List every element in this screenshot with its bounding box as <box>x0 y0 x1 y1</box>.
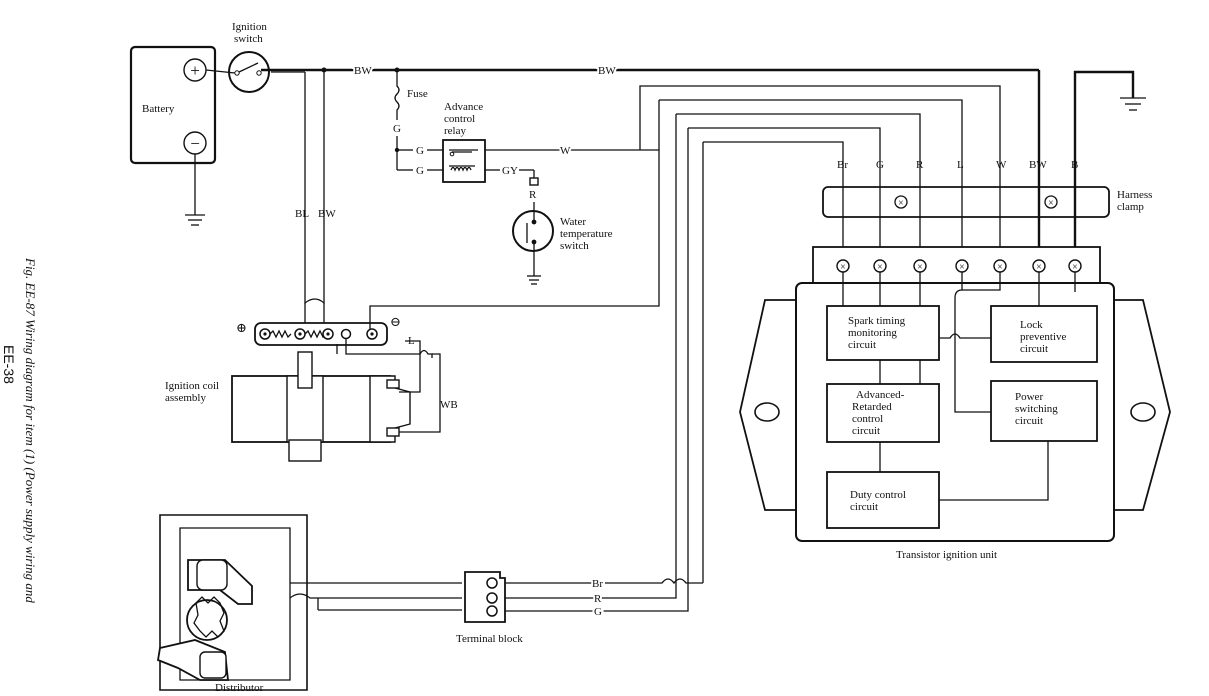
distributor-label: Distributor <box>215 682 264 694</box>
wire-label-g-relay-1: G <box>416 145 424 157</box>
coil-positive-label: ⊕ <box>236 320 247 335</box>
duty-circuit-line-1: Duty control <box>850 489 906 501</box>
wire-label-bl: BL <box>295 208 309 220</box>
page-number: EE-38 <box>1 345 17 384</box>
svg-text:×: × <box>877 262 883 273</box>
battery-label: Battery <box>142 103 175 115</box>
ignition-coil-assembly: ⊕ ⊖ Ignition coil assembly <box>165 314 411 462</box>
tb-wire-br: Br <box>592 578 603 590</box>
harness-clamp-label-2: clamp <box>1117 201 1144 213</box>
relay-label-3: relay <box>444 125 466 137</box>
advanced-circuit-line-1: Advanced- <box>856 389 905 401</box>
ignition-switch: Ignition switch <box>228 21 270 93</box>
lock-circuit-line-3: circuit <box>1020 343 1048 355</box>
advanced-circuit-line-3: control <box>852 413 883 425</box>
figure-caption-text: Fig. EE-87 Wiring diagram for item (1) (… <box>23 257 38 603</box>
fuse: Fuse <box>394 70 428 120</box>
advance-control-relay: Advance control relay <box>442 101 486 183</box>
power-circuit-line-1: Power <box>1015 391 1043 403</box>
tb-wire-g: G <box>594 606 602 618</box>
duty-control-circuit-box: Duty control circuit <box>826 471 940 529</box>
unit-terminal-labels: Br G R L W BW B <box>837 159 1078 171</box>
lock-circuit-line-1: Lock <box>1020 319 1043 331</box>
coil-negative-label: ⊖ <box>390 314 401 329</box>
unit-terminal-r: R <box>916 159 924 171</box>
terminal-block-label: Terminal block <box>456 633 523 645</box>
wire-label-w: W <box>560 145 571 157</box>
spark-circuit-line-1: Spark timing <box>848 315 906 327</box>
unit-terminal-screws: × × × × × × × <box>836 259 1082 273</box>
unit-terminal-br: Br <box>837 159 848 171</box>
unit-terminal-b: B <box>1071 159 1078 171</box>
wire-label-bw-down: BW <box>318 208 336 220</box>
fuse-label: Fuse <box>407 88 428 100</box>
lock-circuit-line-2: preventive <box>1020 331 1067 343</box>
relay-label-1: Advance <box>444 101 483 113</box>
transistor-unit-label: Transistor ignition unit <box>896 549 997 561</box>
svg-text:×: × <box>917 262 923 273</box>
svg-text:×: × <box>997 262 1003 273</box>
power-circuit-line-3: circuit <box>1015 415 1043 427</box>
wire-label-g-fuse: G <box>393 123 401 135</box>
unit-terminal-bw: BW <box>1029 159 1047 171</box>
advanced-circuit-line-4: circuit <box>852 425 880 437</box>
unit-terminal-l: L <box>957 159 964 171</box>
wire-label-wb: WB <box>440 399 458 411</box>
water-switch-label-3: switch <box>560 240 589 252</box>
unit-terminal-g: G <box>876 159 884 171</box>
spark-circuit-line-2: monitoring <box>848 327 897 339</box>
tb-wire-r: R <box>594 593 602 605</box>
spark-circuit-line-3: circuit <box>848 339 876 351</box>
wire-label-g-relay-2: G <box>416 165 424 177</box>
wire-label-bw-1: BW <box>354 65 372 77</box>
ignition-coil-label-2: assembly <box>165 392 206 404</box>
power-circuit-line-2: switching <box>1015 403 1058 415</box>
svg-text:×: × <box>898 198 904 209</box>
duty-circuit-line-2: circuit <box>850 501 878 513</box>
advanced-circuit-line-2: Retarded <box>852 401 892 413</box>
unit-terminal-w: W <box>996 159 1007 171</box>
harness-clamp: × × Harness clamp <box>822 186 1152 218</box>
water-temperature-switch: Water temperature switch <box>512 210 613 285</box>
svg-text:×: × <box>959 262 965 273</box>
svg-text:×: × <box>1036 262 1042 273</box>
advanced-retarded-circuit-box: Advanced- Retarded control circuit <box>826 383 940 443</box>
lock-preventive-circuit-box: Lock preventive circuit <box>990 305 1098 363</box>
svg-text:×: × <box>840 262 846 273</box>
relay-label-2: control <box>444 113 475 125</box>
ignition-coil-label-1: Ignition coil <box>165 380 219 392</box>
harness-clamp-label-1: Harness <box>1117 189 1152 201</box>
distributor: Distributor <box>156 514 308 694</box>
ignition-switch-label-2: switch <box>234 33 263 45</box>
water-switch-label-1: Water <box>560 216 586 228</box>
page-number-text: EE-38 <box>1 345 17 384</box>
battery: + − Battery <box>129 45 217 226</box>
svg-text:×: × <box>1072 262 1078 273</box>
wire-label-r-switch: R <box>529 189 537 201</box>
wire-label-bw-2: BW <box>598 65 616 77</box>
ignition-switch-label-1: Ignition <box>232 21 267 33</box>
wire-label-gy: GY <box>502 165 518 177</box>
svg-text:×: × <box>1048 198 1054 209</box>
figure-caption: Fig. EE-87 Wiring diagram for item (1) (… <box>23 257 38 603</box>
water-switch-label-2: temperature <box>560 228 613 240</box>
battery-positive-terminal: + <box>190 61 200 80</box>
power-switching-circuit-box: Power switching circuit <box>990 380 1098 442</box>
terminal-block: Terminal block <box>456 571 523 645</box>
battery-negative-terminal: − <box>190 134 200 153</box>
spark-timing-circuit-box: Spark timing monitoring circuit <box>826 305 940 361</box>
